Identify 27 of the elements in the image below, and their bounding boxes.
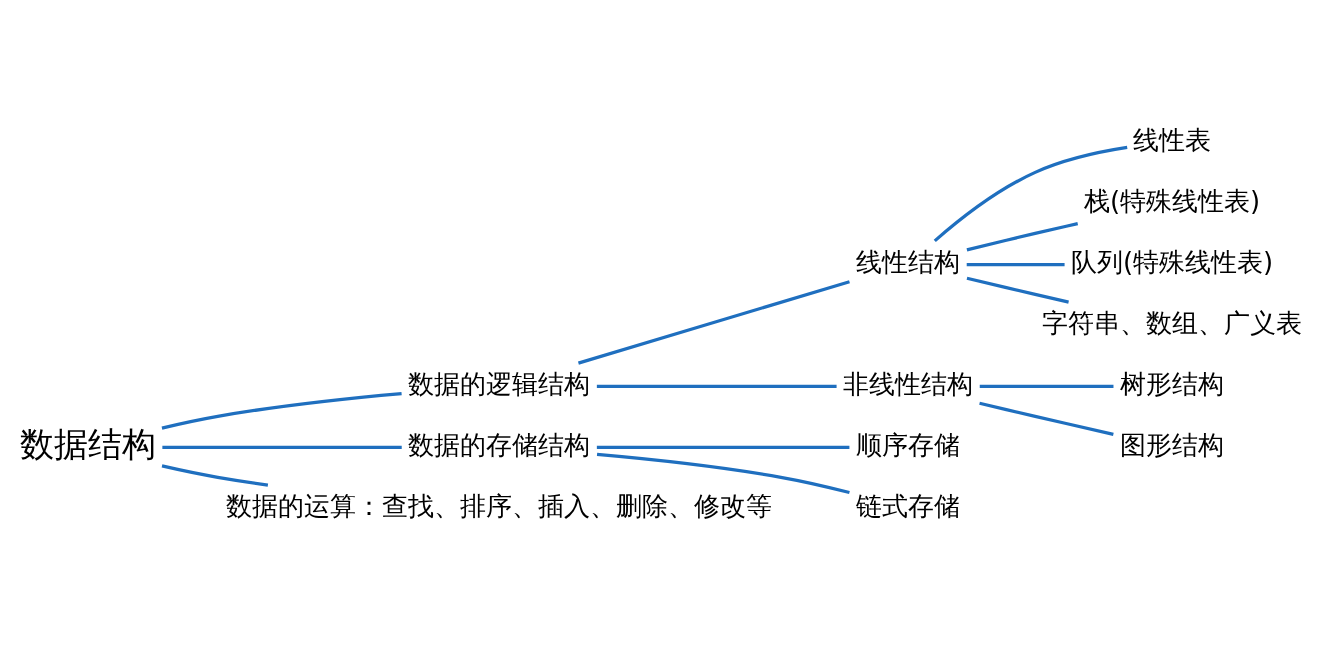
connector	[966, 262, 1065, 266]
node-text: 栈(特殊线性表)	[1083, 185, 1261, 216]
node-text: 数据的存储结构	[408, 429, 591, 460]
node-text: 链式存储	[856, 490, 961, 521]
node-text: 数据结构	[19, 424, 156, 464]
node-text: 非线性结构	[843, 368, 974, 399]
connector	[979, 401, 1114, 436]
connector	[596, 445, 850, 449]
node-text: 线性表	[1133, 124, 1212, 155]
connector	[596, 384, 837, 388]
connector	[966, 221, 1079, 251]
node-text: 树形结构	[1120, 368, 1225, 399]
connector	[577, 279, 850, 365]
connector	[161, 391, 402, 430]
connector	[966, 276, 1069, 304]
node-text: 图形结构	[1120, 429, 1225, 460]
node-text: 线性结构	[856, 246, 961, 277]
connector	[933, 145, 1128, 242]
node-text: 数据的运算：查找、排序、插入、删除、修改等	[226, 490, 773, 521]
node-text: 数据的逻辑结构	[408, 368, 591, 399]
connector	[161, 463, 269, 487]
node-text: 顺序存储	[856, 429, 961, 460]
connector	[596, 452, 850, 494]
connector	[162, 445, 402, 449]
node-text: 字符串、数组、广义表	[1042, 307, 1303, 338]
connector	[979, 384, 1114, 388]
node-text: 队列(特殊线性表)	[1070, 246, 1274, 277]
